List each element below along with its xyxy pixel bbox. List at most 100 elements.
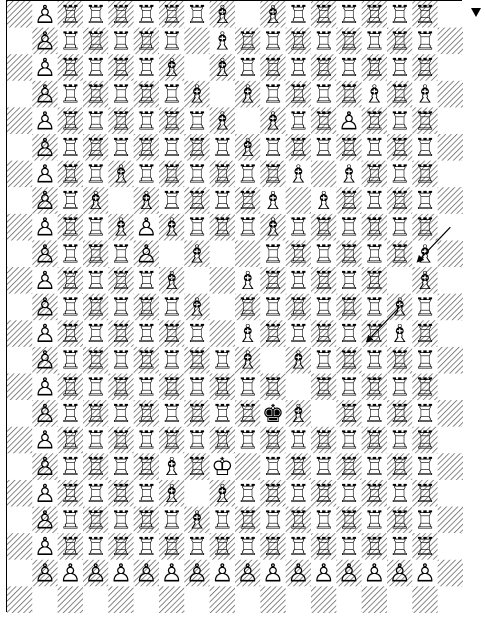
board-square[interactable] (210, 586, 235, 613)
board-square[interactable] (387, 267, 412, 294)
white-bishop-icon[interactable]: ♗ (287, 399, 309, 428)
board-square[interactable] (260, 586, 285, 613)
white-rook-icon[interactable]: ♖ (84, 80, 106, 109)
white-rook-icon[interactable]: ♖ (135, 372, 157, 401)
board-square[interactable] (438, 507, 463, 534)
board-square[interactable] (7, 320, 32, 347)
white-rook-icon[interactable]: ♖ (388, 239, 410, 268)
board-square[interactable] (7, 28, 32, 55)
board-square[interactable] (7, 400, 32, 427)
white-rook-icon[interactable]: ♖ (160, 133, 182, 162)
white-bishop-icon[interactable]: ♗ (312, 186, 334, 215)
white-rook-icon[interactable]: ♖ (84, 106, 106, 135)
white-pawn-icon[interactable]: ♙ (34, 53, 56, 82)
white-rook-icon[interactable]: ♖ (363, 372, 385, 401)
board-square[interactable] (438, 427, 463, 454)
white-rook-icon[interactable]: ♖ (388, 479, 410, 508)
white-rook-icon[interactable]: ♖ (84, 372, 106, 401)
white-rook-icon[interactable]: ♖ (110, 452, 132, 481)
white-rook-icon[interactable]: ♖ (160, 106, 182, 135)
board-square[interactable] (362, 586, 387, 613)
white-rook-icon[interactable]: ♖ (236, 186, 258, 215)
white-rook-icon[interactable]: ♖ (160, 26, 182, 55)
white-rook-icon[interactable]: ♖ (59, 479, 81, 508)
white-rook-icon[interactable]: ♖ (110, 106, 132, 135)
white-rook-icon[interactable]: ♖ (110, 266, 132, 295)
white-pawn-icon[interactable]: ♙ (34, 293, 56, 322)
white-rook-icon[interactable]: ♖ (160, 399, 182, 428)
white-rook-icon[interactable]: ♖ (236, 53, 258, 82)
white-rook-icon[interactable]: ♖ (388, 26, 410, 55)
board-square[interactable] (235, 586, 260, 613)
board-square[interactable] (438, 81, 463, 108)
white-rook-icon[interactable]: ♖ (287, 266, 309, 295)
board-square[interactable] (7, 560, 32, 587)
white-rook-icon[interactable]: ♖ (110, 346, 132, 375)
white-bishop-icon[interactable]: ♗ (186, 80, 208, 109)
white-rook-icon[interactable]: ♖ (59, 26, 81, 55)
white-rook-icon[interactable]: ♖ (312, 1, 334, 29)
white-rook-icon[interactable]: ♖ (262, 372, 284, 401)
white-rook-icon[interactable]: ♖ (110, 133, 132, 162)
white-rook-icon[interactable]: ♖ (312, 293, 334, 322)
white-rook-icon[interactable]: ♖ (186, 1, 208, 29)
white-rook-icon[interactable]: ♖ (363, 26, 385, 55)
white-rook-icon[interactable]: ♖ (160, 426, 182, 455)
white-rook-icon[interactable]: ♖ (211, 213, 233, 242)
white-rook-icon[interactable]: ♖ (236, 293, 258, 322)
white-rook-icon[interactable]: ♖ (338, 186, 360, 215)
white-rook-icon[interactable]: ♖ (186, 426, 208, 455)
white-rook-icon[interactable]: ♖ (388, 532, 410, 561)
white-pawn-icon[interactable]: ♙ (34, 346, 56, 375)
white-rook-icon[interactable]: ♖ (211, 505, 233, 534)
white-bishop-icon[interactable]: ♗ (287, 159, 309, 188)
white-pawn-icon[interactable]: ♙ (59, 559, 81, 588)
board-square[interactable] (7, 374, 32, 401)
board-square[interactable] (438, 294, 463, 321)
board-square[interactable] (311, 400, 336, 427)
white-bishop-icon[interactable]: ♗ (160, 53, 182, 82)
white-rook-icon[interactable]: ♖ (211, 346, 233, 375)
white-rook-icon[interactable]: ♖ (262, 239, 284, 268)
white-pawn-icon[interactable]: ♙ (34, 26, 56, 55)
board-square[interactable] (286, 374, 311, 401)
white-rook-icon[interactable]: ♖ (135, 293, 157, 322)
white-rook-icon[interactable]: ♖ (110, 1, 132, 29)
board-square[interactable] (7, 507, 32, 534)
white-rook-icon[interactable]: ♖ (338, 1, 360, 29)
white-rook-icon[interactable]: ♖ (186, 399, 208, 428)
board-square[interactable] (7, 453, 32, 480)
board-square[interactable] (438, 240, 463, 267)
white-rook-icon[interactable]: ♖ (388, 1, 410, 29)
board-square[interactable] (438, 453, 463, 480)
white-rook-icon[interactable]: ♖ (135, 26, 157, 55)
white-rook-icon[interactable]: ♖ (186, 346, 208, 375)
white-rook-icon[interactable]: ♖ (262, 532, 284, 561)
white-rook-icon[interactable]: ♖ (186, 133, 208, 162)
white-rook-icon[interactable]: ♖ (338, 372, 360, 401)
white-rook-icon[interactable]: ♖ (59, 80, 81, 109)
white-rook-icon[interactable]: ♖ (59, 399, 81, 428)
board-square[interactable] (438, 480, 463, 507)
board-square[interactable] (260, 347, 285, 374)
white-rook-icon[interactable]: ♖ (414, 293, 436, 322)
white-rook-icon[interactable]: ♖ (363, 106, 385, 135)
board-square[interactable] (184, 54, 209, 81)
white-rook-icon[interactable]: ♖ (236, 479, 258, 508)
white-pawn-icon[interactable]: ♙ (34, 1, 56, 29)
white-pawn-icon[interactable]: ♙ (34, 426, 56, 455)
board-square[interactable] (438, 134, 463, 161)
board-square[interactable] (7, 187, 32, 214)
white-rook-icon[interactable]: ♖ (135, 532, 157, 561)
white-rook-icon[interactable]: ♖ (59, 293, 81, 322)
white-rook-icon[interactable]: ♖ (312, 532, 334, 561)
board-square[interactable] (210, 320, 235, 347)
white-rook-icon[interactable]: ♖ (59, 106, 81, 135)
white-bishop-icon[interactable]: ♗ (287, 346, 309, 375)
white-rook-icon[interactable]: ♖ (59, 186, 81, 215)
board-square[interactable] (235, 1, 260, 28)
white-rook-icon[interactable]: ♖ (236, 159, 258, 188)
white-rook-icon[interactable]: ♖ (262, 505, 284, 534)
white-rook-icon[interactable]: ♖ (414, 186, 436, 215)
board-square[interactable] (438, 320, 463, 347)
